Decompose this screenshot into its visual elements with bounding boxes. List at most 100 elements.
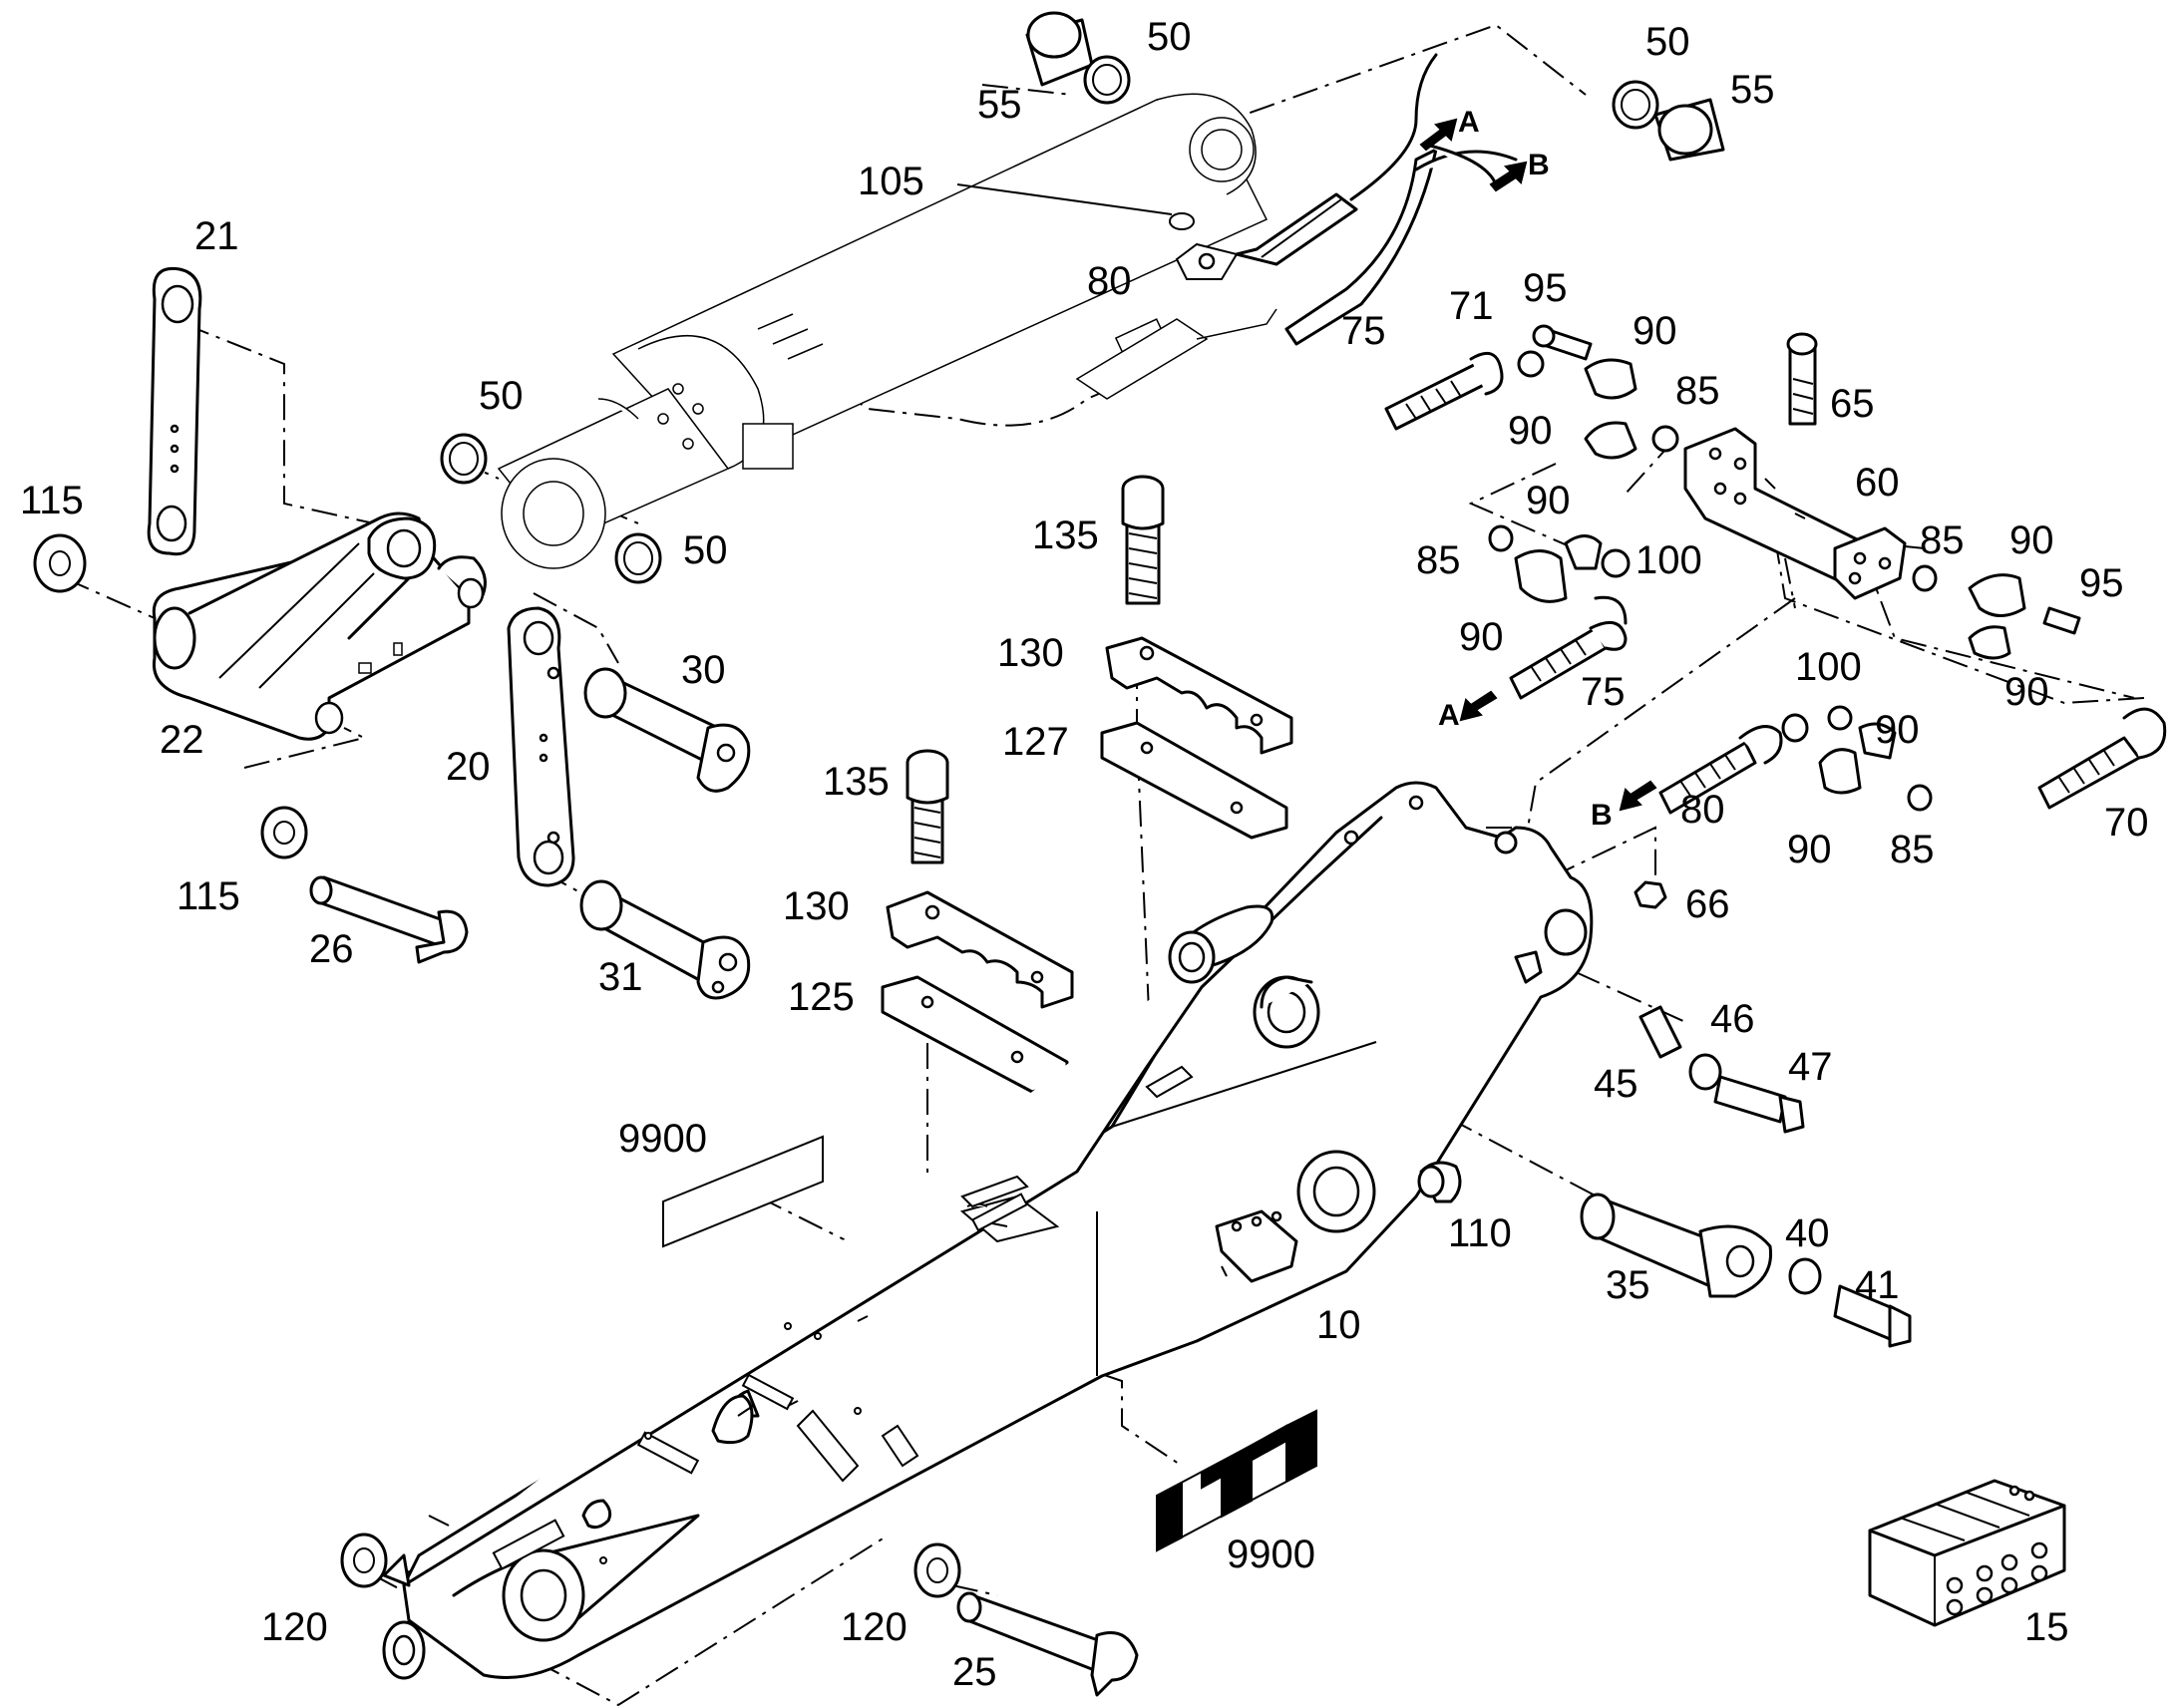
callout-10: 10 [1316,1303,1361,1347]
callout-40: 40 [1785,1211,1830,1255]
callout-45: 45 [1594,1062,1638,1106]
callout-120-left: 120 [261,1605,328,1649]
callout-26: 26 [309,927,354,971]
bolt-135-bottom [906,749,949,864]
washers-90-85-mid-left [1488,524,1631,603]
callout-100-bottom: 100 [1795,645,1862,689]
callout-90-f: 90 [1459,615,1504,659]
callout-90-b: 90 [1508,409,1553,453]
callout-80-top: 80 [1087,259,1132,303]
hose-assembly-top [1075,53,1518,400]
callout-9900-top: 9900 [618,1117,707,1161]
pin-30 [583,667,751,793]
callout-127: 127 [1002,720,1069,764]
washer-120-mid [913,1542,961,1598]
callout-15: 15 [2024,1605,2069,1649]
hose-label-a-top: A [1458,106,1480,139]
plate-125 [881,975,1069,1094]
cylinder-seals-bottom [440,433,662,584]
hose-70 [2037,707,2167,810]
callout-25: 25 [952,1650,997,1694]
callout-labels: 55 50 50 55 105 80 75 21 50 50 115 22 30… [20,15,2149,1694]
hose-arrow-icon [1419,118,1657,812]
callout-85-b: 85 [1416,538,1461,582]
callout-9900-bottom: 9900 [1227,1533,1315,1576]
callout-31: 31 [598,955,643,999]
callout-90-d: 90 [2009,518,2054,562]
callout-120-mid: 120 [841,1605,908,1649]
callout-85-c: 85 [1920,518,1965,562]
parts-40-41 [1788,1257,1912,1348]
clamp-130-bottom [886,890,1074,1009]
callout-35: 35 [1606,1263,1650,1307]
callout-50-top-right: 50 [1645,20,1690,64]
hose-label-a-mid: A [1438,699,1460,732]
callout-110: 110 [1448,1211,1512,1255]
washer-120-left [340,1533,388,1588]
callout-20: 20 [446,745,491,789]
callout-100-top: 100 [1635,538,1702,582]
washers-90-85-top [1517,350,1679,460]
callout-41: 41 [1855,1263,1900,1307]
callout-75-mid: 75 [1581,670,1626,714]
plate-127 [1100,721,1288,840]
pin-26 [309,875,469,964]
callout-50-mid-b: 50 [683,528,728,572]
callout-90-g: 90 [1875,708,1920,752]
callout-47: 47 [1788,1045,1833,1089]
cylinder-bushings-top [1025,11,1725,162]
callout-115-top: 115 [20,479,84,522]
callout-130-bottom: 130 [783,884,850,928]
pin-31 [579,879,751,1000]
callout-125: 125 [788,975,855,1019]
callout-105: 105 [858,160,924,203]
callout-71: 71 [1449,284,1494,328]
washer-115-top [33,533,87,593]
callout-30: 30 [681,648,726,692]
callout-80-mid: 80 [1680,788,1725,832]
washer-115-bottom [260,806,308,859]
callout-90-c: 90 [1526,479,1571,522]
callout-130-top: 130 [997,631,1064,675]
callout-22: 22 [160,718,204,762]
valve-block-15 [1868,1479,2066,1627]
callout-90-e: 90 [2004,670,2049,714]
callout-60: 60 [1855,461,1900,505]
nut-66 [1634,880,1667,909]
callout-46: 46 [1710,997,1755,1041]
callout-55-right: 55 [1730,68,1775,112]
hose-75-mid [1509,595,1628,700]
hose-label-b-mid: B [1591,799,1613,832]
callout-75-top: 75 [1341,309,1386,353]
callout-65: 65 [1830,382,1875,426]
parts-45-46-47 [1638,1005,1805,1134]
callout-135-top: 135 [1032,513,1099,557]
callout-85-a: 85 [1675,369,1720,413]
callout-50-top-left: 50 [1147,15,1192,59]
boom-10 [382,781,1594,1680]
callout-135-bottom: 135 [823,760,890,804]
callout-21: 21 [194,214,239,258]
bolt-65 [1786,332,1818,426]
grease-fitting-110 [1417,1161,1462,1203]
callout-90-a: 90 [1633,309,1677,353]
decal-9900-top [662,1135,824,1248]
bolt-95-top [1532,324,1593,361]
clamp-130-top [1105,636,1293,755]
pin-35 [1580,1193,1773,1298]
callout-55-left: 55 [977,83,1022,127]
link-arm-20 [507,606,575,887]
callout-95-top: 95 [1523,266,1568,310]
decal-9900-bottom [1156,1409,1317,1552]
washers-90-85-lower [1818,705,1933,812]
boom-cylinder [497,93,1269,569]
callout-95-right: 95 [2079,561,2124,605]
callout-66: 66 [1685,882,1730,926]
link-bracket-22 [152,512,487,741]
callout-85-d: 85 [1890,828,1935,871]
flange-bracket-60 [1683,427,1907,600]
callout-115-bottom: 115 [177,874,240,918]
callout-90-h: 90 [1787,828,1832,871]
callout-50-mid: 50 [479,374,524,418]
